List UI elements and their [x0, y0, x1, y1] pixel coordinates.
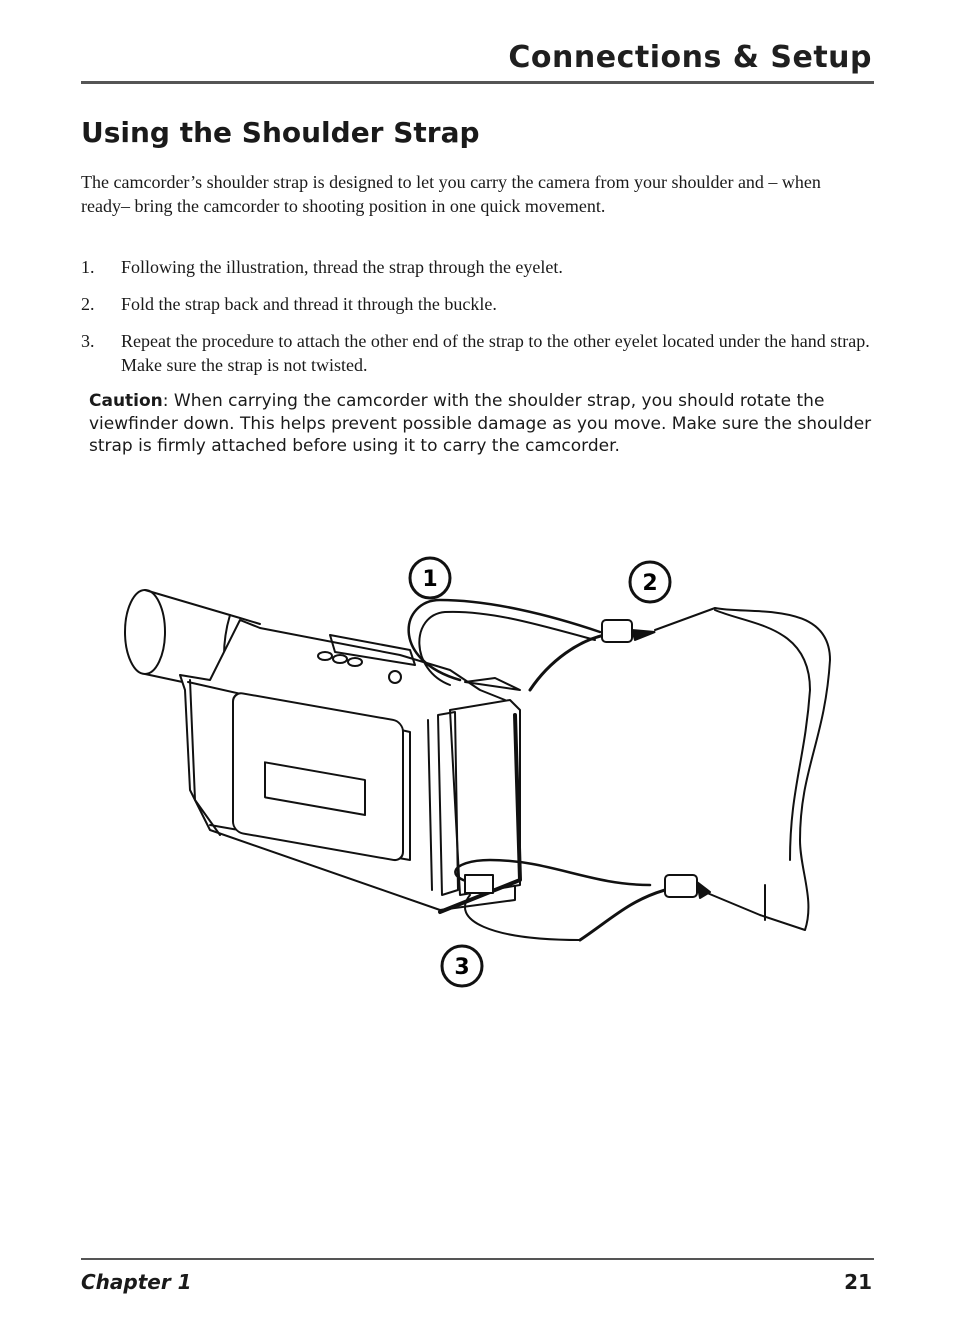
callout-1-label: 1	[422, 567, 437, 592]
steps-list: 1. Following the illustration, thread th…	[81, 255, 871, 390]
door-label	[264, 761, 366, 816]
strap-loop-lower	[454, 858, 652, 887]
callout-3-label: 3	[454, 955, 469, 980]
step-number: 2.	[81, 294, 95, 314]
header-rule	[81, 81, 874, 84]
caution-note: Caution: When carrying the camcorder wit…	[89, 390, 874, 458]
callout-1-circle	[408, 556, 452, 600]
list-item: 3. Repeat the procedure to attach the ot…	[81, 329, 871, 377]
header-section-title: Connections & Setup	[508, 40, 872, 75]
footer-rule	[81, 1258, 874, 1260]
callout-3-circle	[440, 944, 484, 988]
step-text: Repeat the procedure to attach the other…	[121, 331, 870, 375]
list-item: 1. Following the illustration, thread th…	[81, 255, 871, 279]
camcorder-strap-illustration: 1 2 3	[124, 556, 831, 988]
caution-text: : When carrying the camcorder with the s…	[89, 391, 872, 456]
intro-paragraph: The camcorder’s shoulder strap is design…	[81, 172, 821, 216]
page-title: Using the Shoulder Strap	[81, 116, 480, 149]
footer-chapter: Chapter 1	[81, 1270, 192, 1294]
lens-front	[124, 589, 166, 675]
strap-loop-upper	[407, 598, 602, 682]
buckle-upper	[601, 619, 633, 643]
step-number: 1.	[81, 257, 95, 277]
caution-label: Caution	[89, 391, 163, 411]
page-number: 21	[844, 1270, 872, 1294]
list-item: 2. Fold the strap back and thread it thr…	[81, 292, 871, 316]
callout-2-label: 2	[642, 571, 657, 596]
callout-2-circle	[628, 560, 672, 604]
step-text: Following the illustration, thread the s…	[121, 257, 563, 277]
buckle-lower	[664, 874, 698, 898]
shoulder-strap	[654, 607, 831, 931]
step-text: Fold the strap back and thread it throug…	[121, 294, 497, 314]
step-number: 3.	[81, 331, 95, 351]
